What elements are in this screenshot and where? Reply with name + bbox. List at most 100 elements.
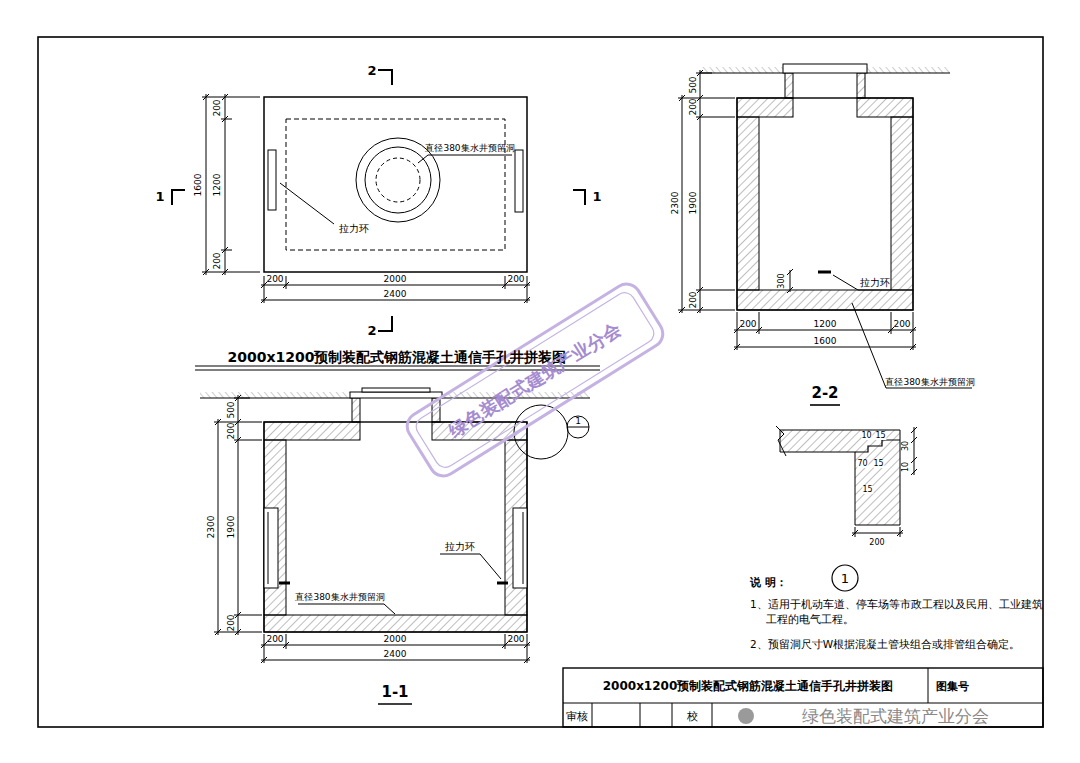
dimension-text: 200 bbox=[213, 252, 222, 269]
dimension-text: 200 bbox=[893, 320, 910, 329]
section-1-1 bbox=[378, 703, 412, 705]
section-2-2 bbox=[857, 98, 913, 117]
plan-view bbox=[515, 150, 523, 212]
section-1-1 bbox=[264, 508, 278, 588]
section-1-1 bbox=[505, 440, 527, 615]
section-1-1 bbox=[350, 392, 442, 398]
section-1-1 bbox=[264, 422, 360, 440]
section-1-1 bbox=[214, 395, 262, 635]
dimension-text: 500 bbox=[689, 76, 698, 93]
title-block-title: 2000x1200预制装配式钢筋混凝土通信手孔井拼装图 bbox=[603, 680, 894, 692]
dimension-text: 10 bbox=[861, 432, 872, 440]
dimension-text: 2400 bbox=[384, 290, 407, 299]
section-mark: 1 bbox=[155, 190, 164, 203]
detail-1 bbox=[832, 565, 858, 591]
dimension-text: 1200 bbox=[213, 174, 222, 197]
dimension-text: 70 bbox=[857, 460, 868, 468]
section-2-2 bbox=[700, 67, 785, 73]
dimension-text: 200 bbox=[507, 635, 524, 644]
dimension-text: 2300 bbox=[207, 516, 216, 539]
plan-view bbox=[264, 97, 527, 272]
section-2-2 bbox=[891, 117, 913, 290]
section-2-2 bbox=[818, 271, 831, 274]
section-1-1 bbox=[362, 388, 430, 392]
dimension-text: 2400 bbox=[384, 650, 407, 659]
plan-view bbox=[365, 147, 431, 213]
dimension-text: 2000 bbox=[384, 635, 407, 644]
dimension-text: 200 bbox=[227, 614, 236, 631]
title-block-cell: 校 bbox=[687, 711, 698, 722]
detail-1 bbox=[780, 430, 900, 525]
leader-note: 直径380集水井预留洞 bbox=[295, 593, 384, 602]
leader-note: 拉力环 bbox=[860, 278, 890, 288]
leader-note: 拉力环 bbox=[445, 542, 475, 552]
watermark-icon bbox=[738, 708, 754, 724]
section-2-2 bbox=[833, 275, 891, 290]
section-2-2 bbox=[787, 269, 793, 293]
section-1-1 bbox=[513, 508, 527, 588]
section-1-1 bbox=[264, 422, 527, 632]
section-2-2 bbox=[852, 303, 972, 388]
dimension-text: 15 bbox=[875, 432, 886, 440]
dimension-text: 200 bbox=[213, 99, 222, 116]
section-2-2 bbox=[737, 290, 913, 310]
sheet-frame bbox=[38, 37, 1043, 727]
dimension-text: 500 bbox=[227, 401, 236, 418]
dimension-text: 10 bbox=[902, 462, 910, 472]
title-block-cell: 审核 bbox=[566, 711, 588, 722]
section-1-1 bbox=[352, 398, 360, 422]
detail-1 bbox=[776, 426, 917, 591]
index-number: 1 bbox=[575, 417, 581, 426]
section-mark: 1 bbox=[592, 190, 601, 203]
section-2-2 bbox=[737, 98, 913, 310]
dimension-text: 1900 bbox=[227, 516, 236, 539]
detail-1 bbox=[852, 527, 903, 537]
plan-view bbox=[202, 94, 260, 275]
dimension-text: 1900 bbox=[689, 192, 698, 215]
plan-view bbox=[286, 119, 505, 250]
section-1-1 bbox=[200, 388, 590, 704]
dimension-text: 30 bbox=[902, 441, 910, 451]
section-mark: 2 bbox=[367, 324, 376, 337]
section-1-1 bbox=[264, 615, 527, 632]
section-2-2 bbox=[810, 404, 840, 406]
detail-1 bbox=[911, 427, 917, 475]
watermark: 绿色装配式建筑产业分会 bbox=[802, 708, 989, 725]
dimension-text: 1600 bbox=[814, 337, 837, 346]
dimension-text: 2000 bbox=[384, 275, 407, 284]
section-2-2 bbox=[857, 73, 865, 98]
dimension-text: 2300 bbox=[671, 192, 680, 215]
section-1-1 bbox=[514, 405, 568, 459]
dimension-text: 300 bbox=[778, 273, 786, 288]
plan-view bbox=[418, 155, 512, 163]
watermark-stamp bbox=[402, 279, 668, 481]
section-2-2 bbox=[678, 70, 735, 313]
title-block-cell: 图集号 bbox=[936, 681, 969, 692]
dimension-text: 1200 bbox=[814, 320, 837, 329]
section-1-1 bbox=[264, 440, 286, 615]
section-1-1 bbox=[440, 554, 501, 579]
dimension-text: 200 bbox=[739, 320, 756, 329]
section-1-1 bbox=[298, 604, 395, 614]
leader-note: 直径380集水井预留洞 bbox=[885, 378, 974, 387]
section-2-2 bbox=[678, 64, 972, 405]
section-2-2 bbox=[737, 117, 759, 290]
dimension-text: 200 bbox=[227, 422, 236, 439]
dimension-text: 15 bbox=[862, 486, 873, 494]
watermark-stamp bbox=[412, 289, 657, 471]
plan-view bbox=[376, 158, 420, 202]
section-2-2 bbox=[785, 73, 793, 98]
plan-view bbox=[268, 150, 276, 210]
section-1-1 bbox=[261, 634, 530, 663]
watermark-stamp: 绿色装配式建筑产业分会 bbox=[446, 320, 623, 440]
plan-view bbox=[172, 70, 600, 370]
leader-note: 拉力环 bbox=[339, 224, 369, 234]
plan-view bbox=[172, 70, 585, 331]
dimension-text: 200 bbox=[507, 275, 524, 284]
detail-1 bbox=[855, 440, 900, 452]
section-1-1 bbox=[567, 416, 589, 438]
plan-view bbox=[280, 183, 334, 224]
dimension-text: 200 bbox=[689, 98, 698, 115]
note-text: 1、适用于机动车道、停车场等市政工程以及民用、工业建筑工程的电气工程。 bbox=[750, 597, 1051, 627]
